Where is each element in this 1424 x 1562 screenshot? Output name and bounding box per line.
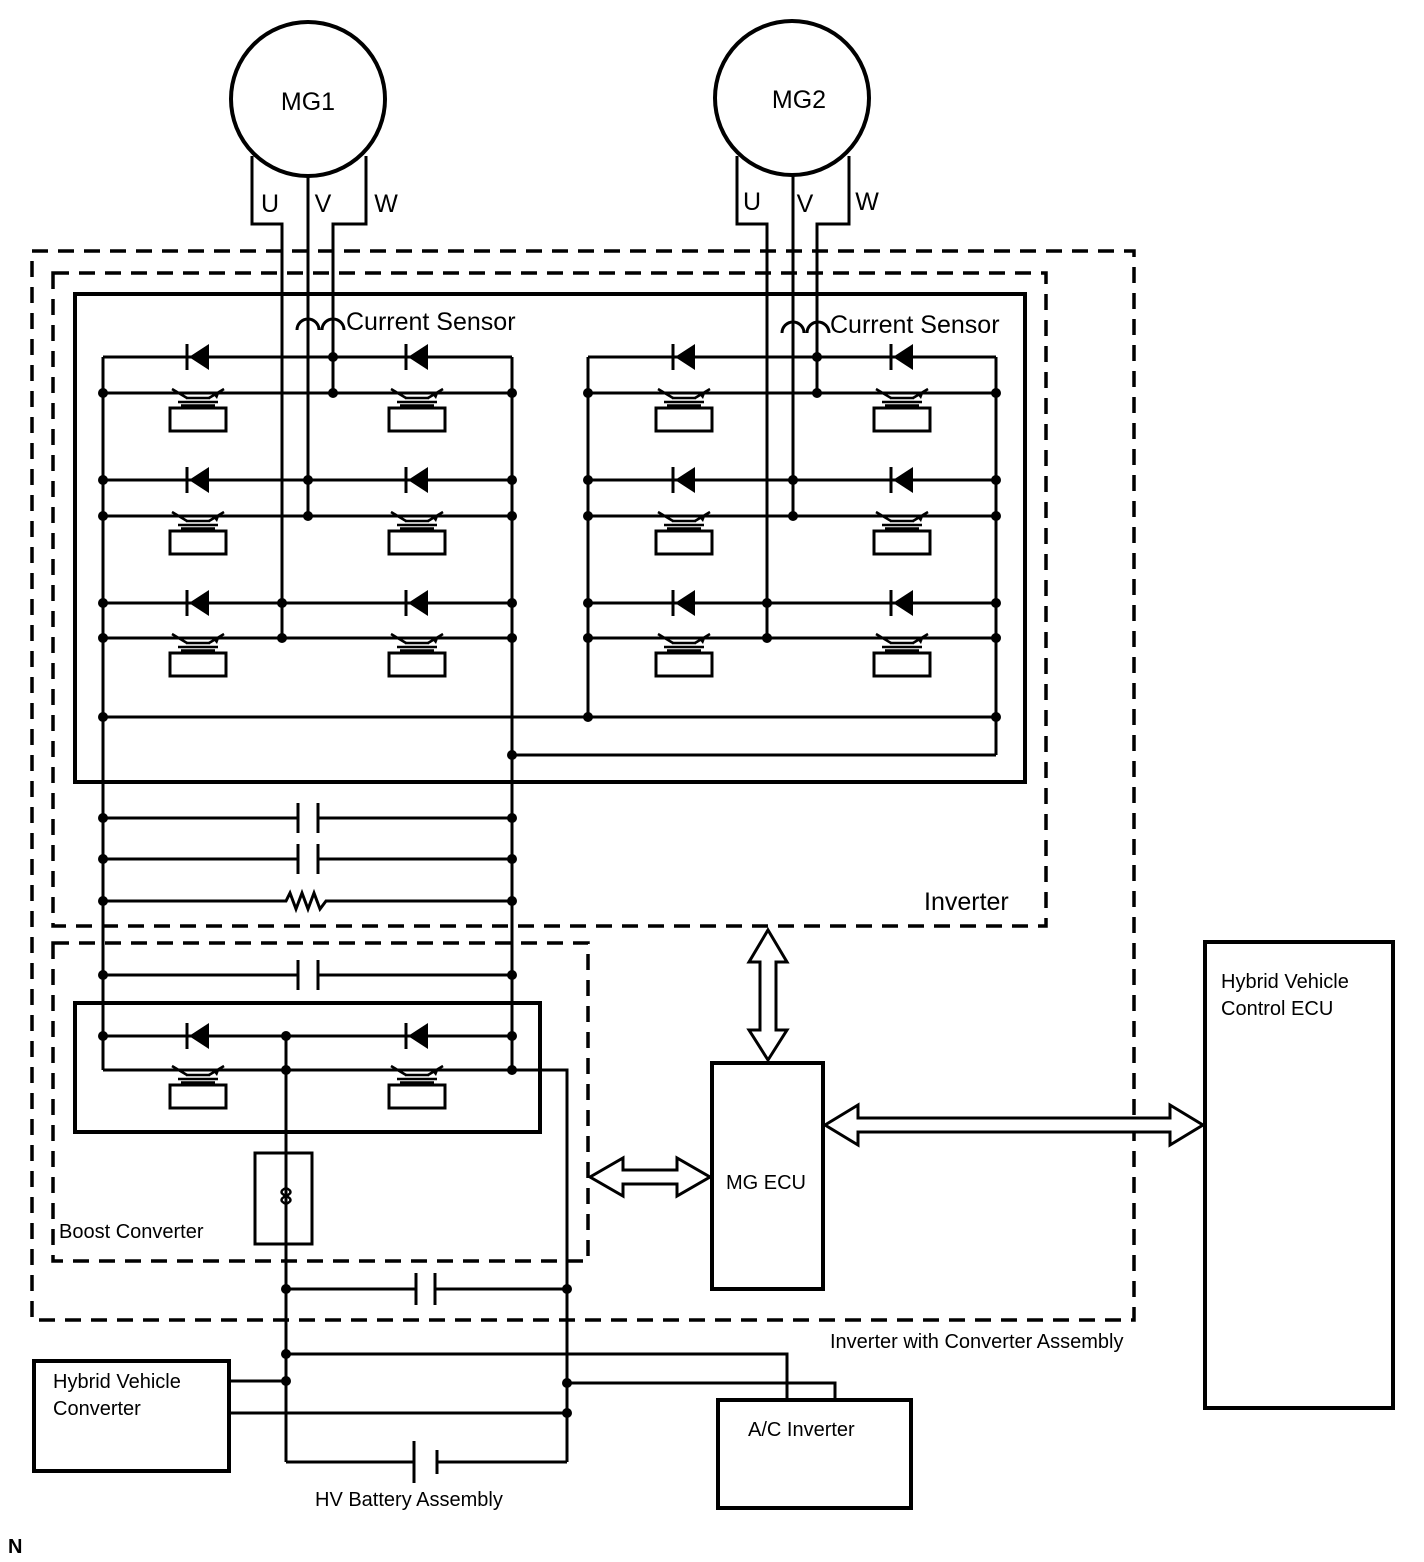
mg1-phase-u: U: [261, 190, 279, 218]
mg-ecu-hv-control-ecu-arrow: [822, 1102, 1206, 1148]
boost-converter-label: Boost Converter: [59, 1221, 204, 1243]
current-sensor-mg2: Current Sensor: [780, 311, 1000, 339]
mg-ecu-label: MG ECU: [726, 1172, 806, 1194]
corner-mark: N: [8, 1536, 22, 1558]
ac-inverter-label: A/C Inverter: [748, 1419, 855, 1441]
hv-converter-box: [32, 1359, 231, 1473]
hv-control-ecu-label-line1: Hybrid Vehicle: [1221, 971, 1349, 993]
inverter-label: Inverter: [924, 888, 1009, 916]
igbt-module-box: [73, 292, 1027, 784]
mg2-phase-w: W: [855, 188, 879, 216]
ac-inverter-box: [716, 1398, 913, 1510]
mg1-phase-v: V: [315, 190, 332, 218]
current-sensor-mg2-label: Current Sensor: [830, 311, 1000, 339]
junction-dots: [98, 352, 1001, 1418]
mg2-inverter-bridge: [586, 342, 998, 755]
mg-ecu-box: [710, 1061, 825, 1291]
mg2-label: MG2: [772, 86, 826, 114]
reactor-coil-icon: [280, 1186, 292, 1206]
mg2-phase-u: U: [743, 188, 761, 216]
mg1-label: MG1: [281, 88, 335, 116]
mg1-phase-w: W: [374, 190, 398, 218]
hv-battery-label: HV Battery Assembly: [315, 1489, 503, 1511]
inverter-mg-ecu-arrow: [746, 927, 790, 1063]
mg2-motor: MG2 U V W: [713, 19, 879, 638]
hv-control-ecu-label-line2: Control ECU: [1221, 998, 1333, 1020]
inverter-boundary: [51, 271, 1048, 928]
assembly-label: Inverter with Converter Assembly: [830, 1331, 1123, 1353]
boost-converter-boundary: [51, 941, 590, 1263]
inverter-filter-section: [103, 803, 512, 990]
hv-control-ecu-box: [1203, 940, 1395, 1410]
boost-mg-ecu-arrow: [586, 1155, 714, 1199]
current-sensor-mg1-label: Current Sensor: [346, 308, 516, 336]
hv-converter-label-line2: Converter: [53, 1398, 141, 1420]
mg1-motor: MG1 U V W: [229, 20, 398, 638]
mg2-phase-v: V: [797, 190, 814, 218]
inverter-with-converter-assembly-boundary: [30, 249, 1136, 1322]
boost-converter-circuit: [73, 1001, 569, 1462]
current-sensor-mg1: Current Sensor: [295, 308, 516, 336]
hv-converter-label-line1: Hybrid Vehicle: [53, 1371, 181, 1393]
